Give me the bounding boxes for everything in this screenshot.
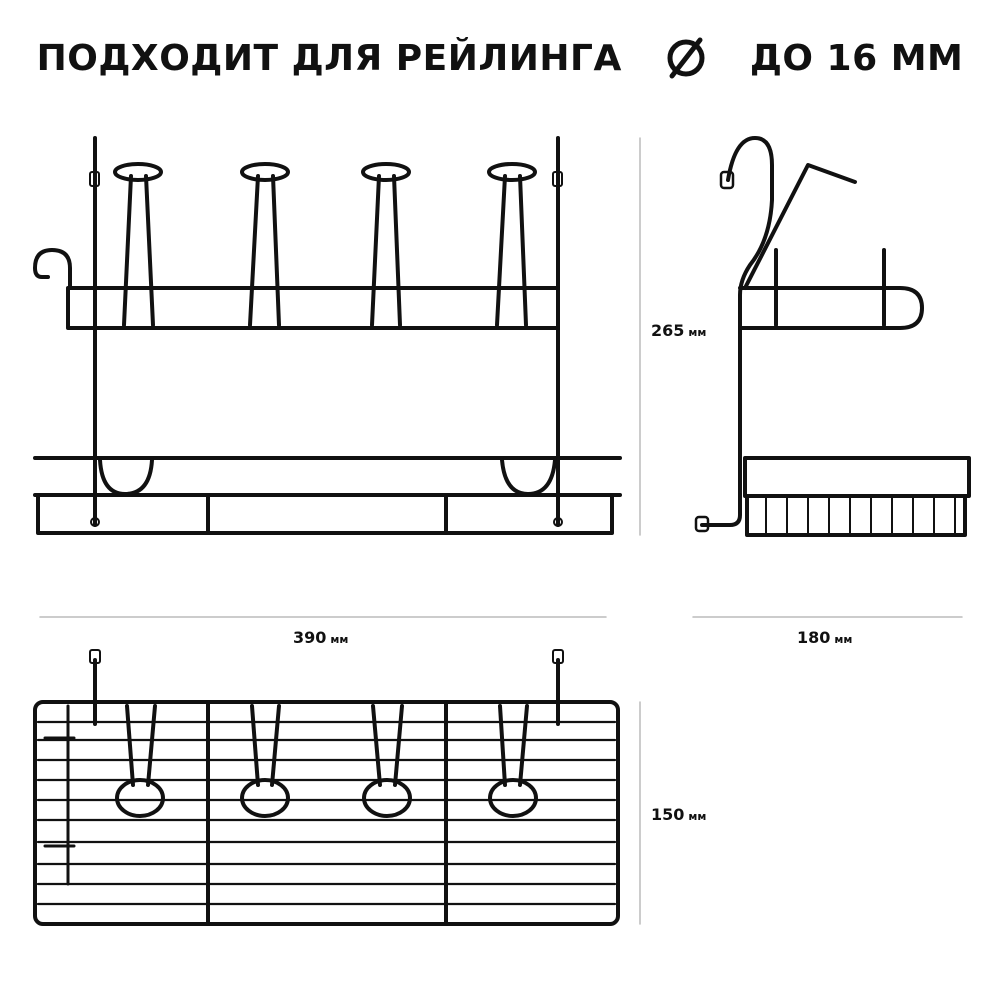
front-view <box>33 136 622 535</box>
headline: ПОДХОДИТ ДЛЯ РЕЙЛИНГА ДО 16 ММ <box>0 34 1000 82</box>
side-view <box>694 136 971 537</box>
bottom-depth-unit: мм <box>688 810 707 823</box>
diameter-icon <box>662 34 710 82</box>
depth-unit: мм <box>834 633 853 646</box>
width-unit: мм <box>330 633 349 646</box>
depth-value: 180 <box>797 628 831 647</box>
top-view <box>33 649 620 926</box>
glass-holders-front <box>113 162 537 327</box>
headline-text-after: ДО 16 ММ <box>749 37 964 79</box>
height-unit: мм <box>688 326 707 339</box>
headline-text-before: ПОДХОДИТ ДЛЯ РЕЙЛИНГА <box>36 37 622 79</box>
height-value: 265 <box>651 321 685 340</box>
width-value: 390 <box>293 628 327 647</box>
dimension-lines <box>39 137 963 925</box>
bottom-depth-value: 150 <box>651 805 685 824</box>
glass-holders-top <box>115 704 538 818</box>
